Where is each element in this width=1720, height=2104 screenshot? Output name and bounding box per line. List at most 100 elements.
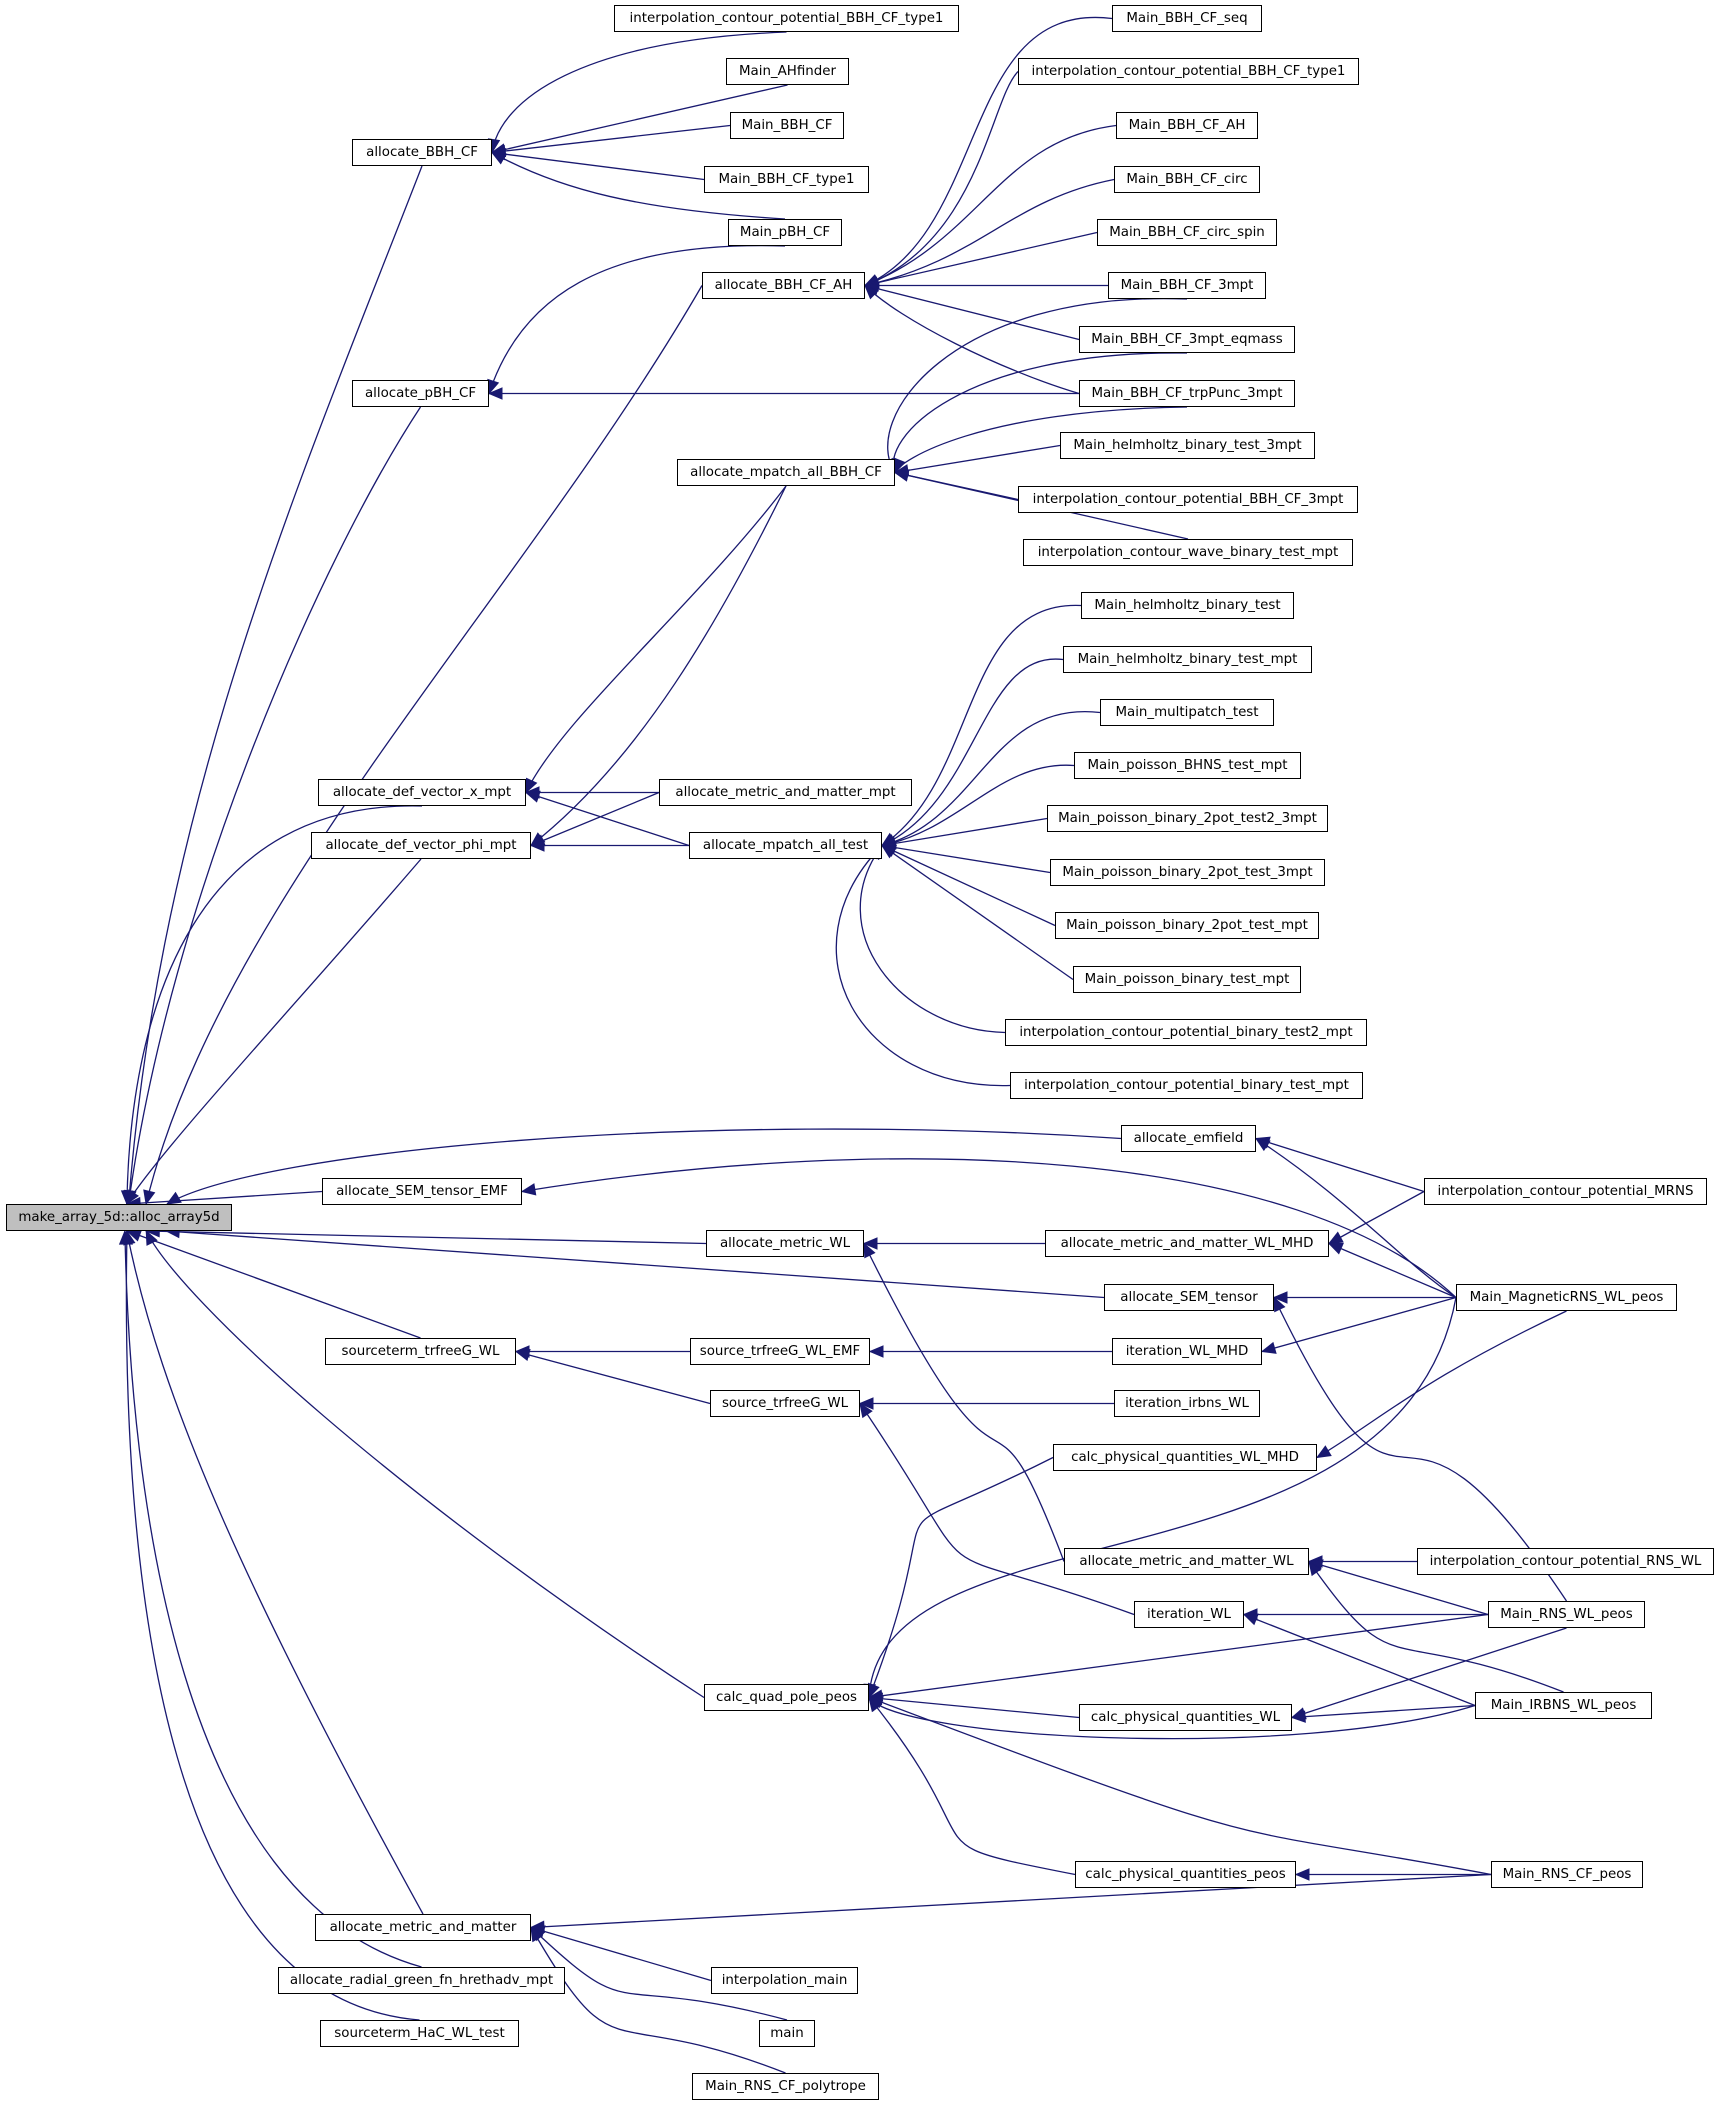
node-cpq-peos[interactable]: calc_physical_quantities_peos [1075, 1861, 1296, 1888]
node-m-3mpt[interactable]: Main_BBH_CF_3mpt [1108, 272, 1266, 299]
node-m-multi[interactable]: Main_multipatch_test [1100, 699, 1274, 726]
node-a-mm[interactable]: allocate_metric_and_matter [315, 1914, 531, 1941]
node-i-cp-type1-b[interactable]: interpolation_contour_potential_BBH_CF_t… [1018, 58, 1359, 85]
node-a-mp-bbh[interactable]: allocate_mpatch_all_BBH_CF [677, 459, 895, 486]
edge-m-irbns-to-cqp [868, 1697, 1476, 1740]
node-a-mp-test[interactable]: allocate_mpatch_all_test [689, 832, 882, 859]
node-m-rns-cf[interactable]: Main_RNS_CF_peos [1491, 1861, 1643, 1888]
arrowhead-m-pbh-to-a-bbh [490, 151, 507, 165]
node-a-emfield[interactable]: allocate_emfield [1121, 1125, 1256, 1152]
arrowhead-m-mrns-to-a-semt [1272, 1291, 1288, 1304]
arrowhead-a-mp-bbh-to-a-dvx [525, 777, 538, 794]
node-i-cw-mpt[interactable]: interpolation_contour_wave_binary_test_m… [1023, 539, 1353, 566]
arrowhead-m-mrns-to-a-mm-wl-mhd [1327, 1242, 1344, 1255]
node-a-radial[interactable]: allocate_radial_green_fn_hrethadv_mpt [278, 1967, 565, 1994]
node-i-cp-type1-a[interactable]: interpolation_contour_potential_BBH_CF_t… [614, 5, 959, 32]
node-m-hh[interactable]: Main_helmholtz_binary_test [1081, 592, 1294, 619]
node-m-bbh[interactable]: Main_BBH_CF [730, 112, 844, 139]
edge-m-irbns-to-cpq-wl [1291, 1704, 1476, 1719]
node-m-pbh[interactable]: Main_pBH_CF [728, 219, 842, 246]
edge-m-ah-to-a-bbh-ah [864, 124, 1117, 287]
node-m-bbh-type1[interactable]: Main_BBH_CF_type1 [704, 166, 869, 193]
node-main[interactable]: main [759, 2020, 815, 2047]
node-m-hh-3mpt[interactable]: Main_helmholtz_binary_test_3mpt [1060, 432, 1315, 459]
node-m-rns-wl[interactable]: Main_RNS_WL_peos [1488, 1601, 1645, 1628]
node-m-trp[interactable]: Main_BBH_CF_trpPunc_3mpt [1079, 380, 1295, 407]
node-a-dvphi[interactable]: allocate_def_vector_phi_mpt [311, 832, 531, 859]
arrowhead-a-dvphi-to-root [125, 1189, 139, 1206]
arrowhead-m-irbns-to-cpq-wl [1290, 1710, 1306, 1723]
node-m-p2t2[interactable]: Main_poisson_binary_2pot_test2_3mpt [1047, 805, 1328, 832]
node-m-pbt[interactable]: Main_poisson_binary_test_mpt [1073, 966, 1301, 993]
node-a-dvx[interactable]: allocate_def_vector_x_mpt [318, 779, 526, 806]
node-m-ah[interactable]: Main_BBH_CF_AH [1116, 112, 1258, 139]
node-cpq-wl[interactable]: calc_physical_quantities_WL [1079, 1704, 1292, 1731]
node-it-mhd[interactable]: iteration_WL_MHD [1112, 1338, 1262, 1365]
edge-m-p2tm-to-a-mp-test [881, 844, 1056, 927]
node-a-mm-wl[interactable]: allocate_metric_and_matter_WL [1064, 1548, 1309, 1575]
arrowhead-m-irbns-to-it-wl [1242, 1613, 1259, 1626]
node-m-circ[interactable]: Main_BBH_CF_circ [1114, 166, 1260, 193]
node-cqp[interactable]: calc_quad_pole_peos [704, 1684, 869, 1711]
node-m-p2tm[interactable]: Main_poisson_binary_2pot_test_mpt [1055, 912, 1319, 939]
node-a-semt-emf[interactable]: allocate_SEM_tensor_EMF [322, 1178, 522, 1205]
edge-a-dvphi-to-root [125, 858, 422, 1205]
node-i-main[interactable]: interpolation_main [711, 1967, 858, 1994]
node-a-bbh[interactable]: allocate_BBH_CF [352, 139, 492, 166]
arrowhead-a-mp-test-to-a-dvx [524, 790, 541, 803]
edge-m-p2t3-to-a-mp-test [881, 844, 1051, 874]
node-i-cpb2[interactable]: interpolation_contour_potential_binary_t… [1005, 1019, 1367, 1046]
node-cpq-mhd[interactable]: calc_physical_quantities_WL_MHD [1053, 1444, 1317, 1471]
edge-a-bbh-to-root [127, 165, 423, 1205]
node-a-metric-wl[interactable]: allocate_metric_WL [706, 1230, 864, 1257]
node-st-hac[interactable]: sourceterm_HaC_WL_test [320, 2020, 519, 2047]
edge-i-cp-type1-b-to-a-bbh-ah [864, 71, 1019, 287]
node-src-emf[interactable]: source_trfreeG_WL_EMF [690, 1338, 870, 1365]
arrowhead-a-mm-wl-mhd-to-a-metric-wl [862, 1237, 878, 1250]
edge-m-mrns-to-a-mm-wl-mhd [1328, 1242, 1457, 1299]
arrowhead-m-rns-wl-to-a-semt [1273, 1296, 1286, 1313]
node-m-p2t3[interactable]: Main_poisson_binary_2pot_test_3mpt [1050, 859, 1325, 886]
edge-m-rns-wl-to-a-mm-wl [1308, 1560, 1489, 1616]
node-it-wl[interactable]: iteration_WL [1134, 1601, 1244, 1628]
arrowhead-m-mrns-to-cpq-mhd [1315, 1445, 1332, 1459]
edge-a-mp-bbh-to-a-dvx [525, 485, 787, 793]
edge-m-mrns-to-a-semt-emf [521, 1158, 1457, 1298]
node-i-cpb[interactable]: interpolation_contour_potential_binary_t… [1010, 1072, 1363, 1099]
arrowhead-i-mrns-to-a-mm-wl-mhd [1327, 1231, 1344, 1245]
edge-m-hh-to-a-mp-test [881, 604, 1082, 847]
node-m-circ-spin[interactable]: Main_BBH_CF_circ_spin [1097, 219, 1277, 246]
edge-src-to-st-trfree [515, 1350, 711, 1405]
node-i-mrns[interactable]: interpolation_contour_potential_MRNS [1424, 1178, 1707, 1205]
edge-cpq-mhd-to-cqp [868, 1456, 1054, 1698]
node-a-mm-mpt[interactable]: allocate_metric_and_matter_mpt [659, 779, 912, 806]
node-m-mrns[interactable]: Main_MagneticRNS_WL_peos [1456, 1284, 1677, 1311]
node-m-hh-mpt[interactable]: Main_helmholtz_binary_test_mpt [1063, 646, 1312, 673]
node-a-bbh-ah[interactable]: allocate_BBH_CF_AH [702, 272, 865, 299]
node-root[interactable]: make_array_5d::alloc_array5d [6, 1204, 232, 1231]
node-m-seq[interactable]: Main_BBH_CF_seq [1112, 5, 1262, 32]
arrowhead-m-irbns-to-a-mm-wl [1308, 1560, 1322, 1577]
edge-m-pbh-to-a-bbh [491, 151, 786, 220]
edge-cpq-peos-to-cqp [868, 1697, 1076, 1876]
node-src[interactable]: source_trfreeG_WL [710, 1390, 860, 1417]
node-a-semt[interactable]: allocate_SEM_tensor [1104, 1284, 1274, 1311]
node-a-mm-wl-mhd[interactable]: allocate_metric_and_matter_WL_MHD [1045, 1230, 1329, 1257]
arrowhead-it-irbns-to-src [858, 1397, 874, 1410]
edge-i-mrns-to-a-emfield [1255, 1137, 1425, 1193]
node-m-ahfinder[interactable]: Main_AHfinder [726, 58, 849, 85]
node-a-pbh[interactable]: allocate_pBH_CF [352, 380, 489, 407]
node-m-3mpt-eq[interactable]: Main_BBH_CF_3mpt_eqmass [1079, 326, 1295, 353]
node-st-trfree[interactable]: sourceterm_trfreeG_WL [325, 1338, 516, 1365]
edge-m-3mpt-eq-to-a-bbh-ah [864, 284, 1080, 341]
node-m-rns-poly[interactable]: Main_RNS_CF_polytrope [692, 2073, 879, 2100]
call-graph-edges [118, 16, 1568, 2074]
node-m-irbns[interactable]: Main_IRBNS_WL_peos [1475, 1692, 1652, 1719]
node-i-cp-3mpt[interactable]: interpolation_contour_potential_BBH_CF_3… [1018, 486, 1358, 513]
node-m-pbhns[interactable]: Main_poisson_BHNS_test_mpt [1074, 752, 1301, 779]
node-it-irbns[interactable]: iteration_irbns_WL [1114, 1390, 1260, 1417]
edge-m-rns-wl-to-cqp [868, 1613, 1489, 1699]
edge-i-cpb-to-a-mp-test [835, 845, 1011, 1087]
node-i-rns-wl[interactable]: interpolation_contour_potential_RNS_WL [1417, 1548, 1714, 1575]
edge-m-bbh-type1-to-a-bbh [491, 151, 705, 181]
